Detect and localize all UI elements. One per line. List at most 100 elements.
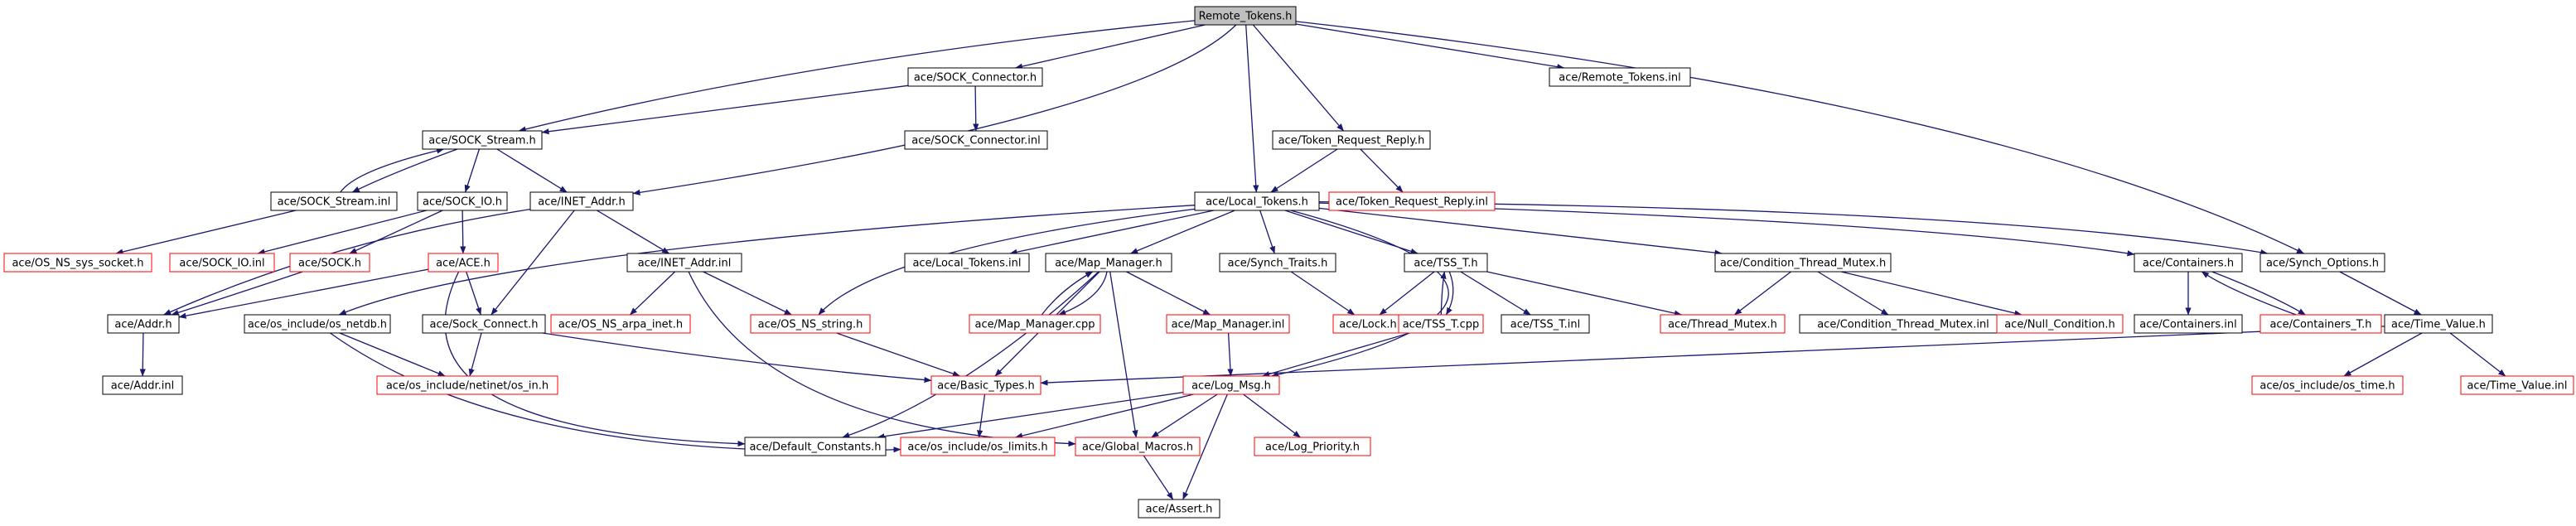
node-ace-h[interactable]: ace/ACE.h <box>428 253 499 273</box>
node-label: ace/SOCK.h <box>298 258 361 270</box>
node-label: ace/SOCK_IO.h <box>423 196 502 209</box>
node-box <box>1328 191 1496 211</box>
edge-sock-stream-h-to-sock-io-h <box>464 148 481 193</box>
edge-sock-stream-h-to-sock-stream-inl <box>351 148 458 193</box>
node-lock-h[interactable]: ace/Lock.h <box>1332 314 1404 334</box>
node-label: ace/OS_NS_sys_socket.h <box>12 258 143 270</box>
node-box <box>376 375 558 395</box>
edge-sock-connector-h-to-sock-stream-h <box>541 84 909 135</box>
node-sock-stream-inl[interactable]: ace/SOCK_Stream.inl <box>270 191 398 211</box>
node-box <box>2460 375 2574 395</box>
node-log-priority-h[interactable]: ace/Log_Priority.h <box>1254 437 1371 456</box>
node-null-condition-h[interactable]: ace/Null_Condition.h <box>1996 314 2124 334</box>
node-addr-inl[interactable]: ace/Addr.inl <box>102 375 183 395</box>
node-os-limits-h[interactable]: ace/os_include/os_limits.h <box>900 437 1056 456</box>
node-log-msg-h[interactable]: ace/Log_Msg.h <box>1182 375 1280 395</box>
node-condition-thread-mutex-h[interactable]: ace/Condition_Thread_Mutex.h <box>1714 253 1892 273</box>
edge-map-manager-h-to-map-manager-inl <box>1126 271 1211 316</box>
node-os-ns-sys-socket-h[interactable]: ace/OS_NS_sys_socket.h <box>3 253 152 273</box>
node-containers-h[interactable]: ace/Containers.h <box>2134 253 2243 273</box>
node-sock-io-h[interactable]: ace/SOCK_IO.h <box>417 191 508 211</box>
edge-condition-thread-mutex-h-to-thread-mutex-h <box>1734 271 1791 316</box>
node-sock-io-inl[interactable]: ace/SOCK_IO.inl <box>169 253 275 273</box>
edge-synch-options-h-to-time-value-h <box>2339 271 2422 316</box>
node-inet-addr-h[interactable]: ace/INET_Addr.h <box>529 191 634 211</box>
node-assert-h[interactable]: ace/Assert.h <box>1138 499 1220 519</box>
node-map-manager-cpp[interactable]: ace/Map_Manager.cpp <box>969 314 1101 334</box>
edge-map-manager-cpp-to-map-manager-h <box>1041 271 1094 316</box>
node-label: ace/Global_Macros.h <box>1082 442 1193 454</box>
edge-layer <box>115 20 2506 500</box>
node-os-time-h[interactable]: ace/os_include/os_time.h <box>2251 375 2404 395</box>
node-tss-t-inl[interactable]: ace/TSS_T.inl <box>1501 314 1590 334</box>
node-map-manager-h[interactable]: ace/Map_Manager.h <box>1045 253 1172 273</box>
node-containers-inl[interactable]: ace/Containers.inl <box>2134 314 2243 334</box>
node-thread-mutex-h[interactable]: ace/Thread_Mutex.h <box>1660 314 1786 334</box>
edge-log-msg-h-to-global-macros-h <box>1151 393 1218 438</box>
node-box <box>244 314 391 334</box>
node-local-tokens-inl[interactable]: ace/Local_Tokens.inl <box>904 253 1030 273</box>
edge-containers-t-h-to-containers-h <box>2201 271 2297 316</box>
edge-ace-h-to-addr-h <box>178 268 429 319</box>
node-label: ace/Condition_Thread_Mutex.inl <box>1817 319 1989 331</box>
node-token-request-reply-h[interactable]: ace/Token_Request_Reply.h <box>1272 130 1431 150</box>
node-label: ace/Thread_Mutex.h <box>1668 319 1777 331</box>
node-sock-connect-h[interactable]: ace/Sock_Connect.h <box>422 314 546 334</box>
edge-log-msg-h-to-assert-h <box>1182 393 1228 500</box>
node-containers-t-h[interactable]: ace/Containers_T.h <box>2259 314 2382 334</box>
node-addr-h[interactable]: ace/Addr.h <box>107 314 180 334</box>
node-tss-t-cpp[interactable]: ace/TSS_T.cpp <box>1398 314 1484 334</box>
node-label: ace/SOCK_Stream.h <box>428 135 536 147</box>
node-local-tokens-h[interactable]: ace/Local_Tokens.h <box>1194 191 1320 211</box>
edge-time-value-h-to-time-value-inl <box>2449 332 2506 377</box>
node-time-value-h[interactable]: ace/Time_Value.h <box>2384 314 2493 334</box>
node-sock-h[interactable]: ace/SOCK.h <box>289 253 370 273</box>
node-condition-thread-mutex-inl[interactable]: ace/Condition_Thread_Mutex.inl <box>1799 314 2008 334</box>
edge-map-manager-h-to-global-macros-h <box>1109 271 1138 438</box>
node-box <box>1660 314 1786 334</box>
edge-token-request-reply-h-to-token-request-reply-inl <box>1360 148 1404 193</box>
node-os-ns-arpa-inet-h[interactable]: ace/OS_NS_arpa_inet.h <box>550 314 691 334</box>
node-synch-traits-h[interactable]: ace/Synch_Traits.h <box>1219 253 1336 273</box>
edge-time-value-h-to-os-time-h <box>2343 332 2423 377</box>
node-global-macros-h[interactable]: ace/Global_Macros.h <box>1075 437 1201 456</box>
node-label: ace/Local_Tokens.h <box>1206 196 1308 209</box>
node-box <box>1045 253 1172 273</box>
node-tss-t-h[interactable]: ace/TSS_T.h <box>1404 253 1488 273</box>
node-label: ace/Synch_Traits.h <box>1228 258 1328 270</box>
node-os-netinet-in-h[interactable]: ace/os_include/netinet/os_in.h <box>376 375 558 395</box>
node-box <box>2384 314 2493 334</box>
edge-tss-t-h-to-lock-h <box>1379 271 1435 316</box>
node-box <box>750 314 871 334</box>
edge-tss-t-h-to-tss-t-inl <box>1460 271 1531 316</box>
node-sock-connector-h[interactable]: ace/SOCK_Connector.h <box>907 67 1043 87</box>
node-sock-connector-inl[interactable]: ace/SOCK_Connector.inl <box>904 130 1048 150</box>
node-basic-types-h[interactable]: ace/Basic_Types.h <box>930 375 1042 395</box>
node-box <box>529 191 634 211</box>
edge-tss-t-h-to-thread-mutex-h <box>1486 271 1682 316</box>
node-box <box>3 253 152 273</box>
node-box <box>930 375 1042 395</box>
node-token-request-reply-inl[interactable]: ace/Token_Request_Reply.inl <box>1328 191 1496 211</box>
node-box <box>1219 253 1336 273</box>
node-os-netdb-h[interactable]: ace/os_include/os_netdb.h <box>244 314 391 334</box>
edge-inet-addr-inl-to-os-ns-string-h <box>703 271 792 316</box>
node-label: ace/SOCK_IO.inl <box>179 258 264 270</box>
node-sock-stream-h[interactable]: ace/SOCK_Stream.h <box>422 130 543 150</box>
node-synch-options-h[interactable]: ace/Synch_Options.h <box>2259 253 2385 273</box>
node-time-value-inl[interactable]: ace/Time_Value.inl <box>2460 375 2574 395</box>
node-map-manager-inl[interactable]: ace/Map_Manager.inl <box>1166 314 1290 334</box>
edge-remote-tokens-h-to-sock-stream-h <box>518 20 1196 133</box>
node-remote-tokens-inl[interactable]: ace/Remote_Tokens.inl <box>1549 67 1691 87</box>
node-label: ace/Null_Condition.h <box>2004 319 2115 331</box>
node-inet-addr-inl[interactable]: ace/INET_Addr.inl <box>626 253 742 273</box>
node-label: ace/Containers.inl <box>2139 319 2236 331</box>
node-box <box>422 130 543 150</box>
node-os-ns-string-h[interactable]: ace/OS_NS_string.h <box>750 314 871 334</box>
node-box <box>1254 437 1371 456</box>
node-label: ace/Assert.h <box>1146 504 1213 516</box>
node-default-constants-h[interactable]: ace/Default_Constants.h <box>744 437 887 456</box>
node-box <box>900 437 1056 456</box>
node-box <box>107 314 180 334</box>
edge-condition-thread-mutex-h-to-condition-thread-mutex-inl <box>1817 271 1889 316</box>
